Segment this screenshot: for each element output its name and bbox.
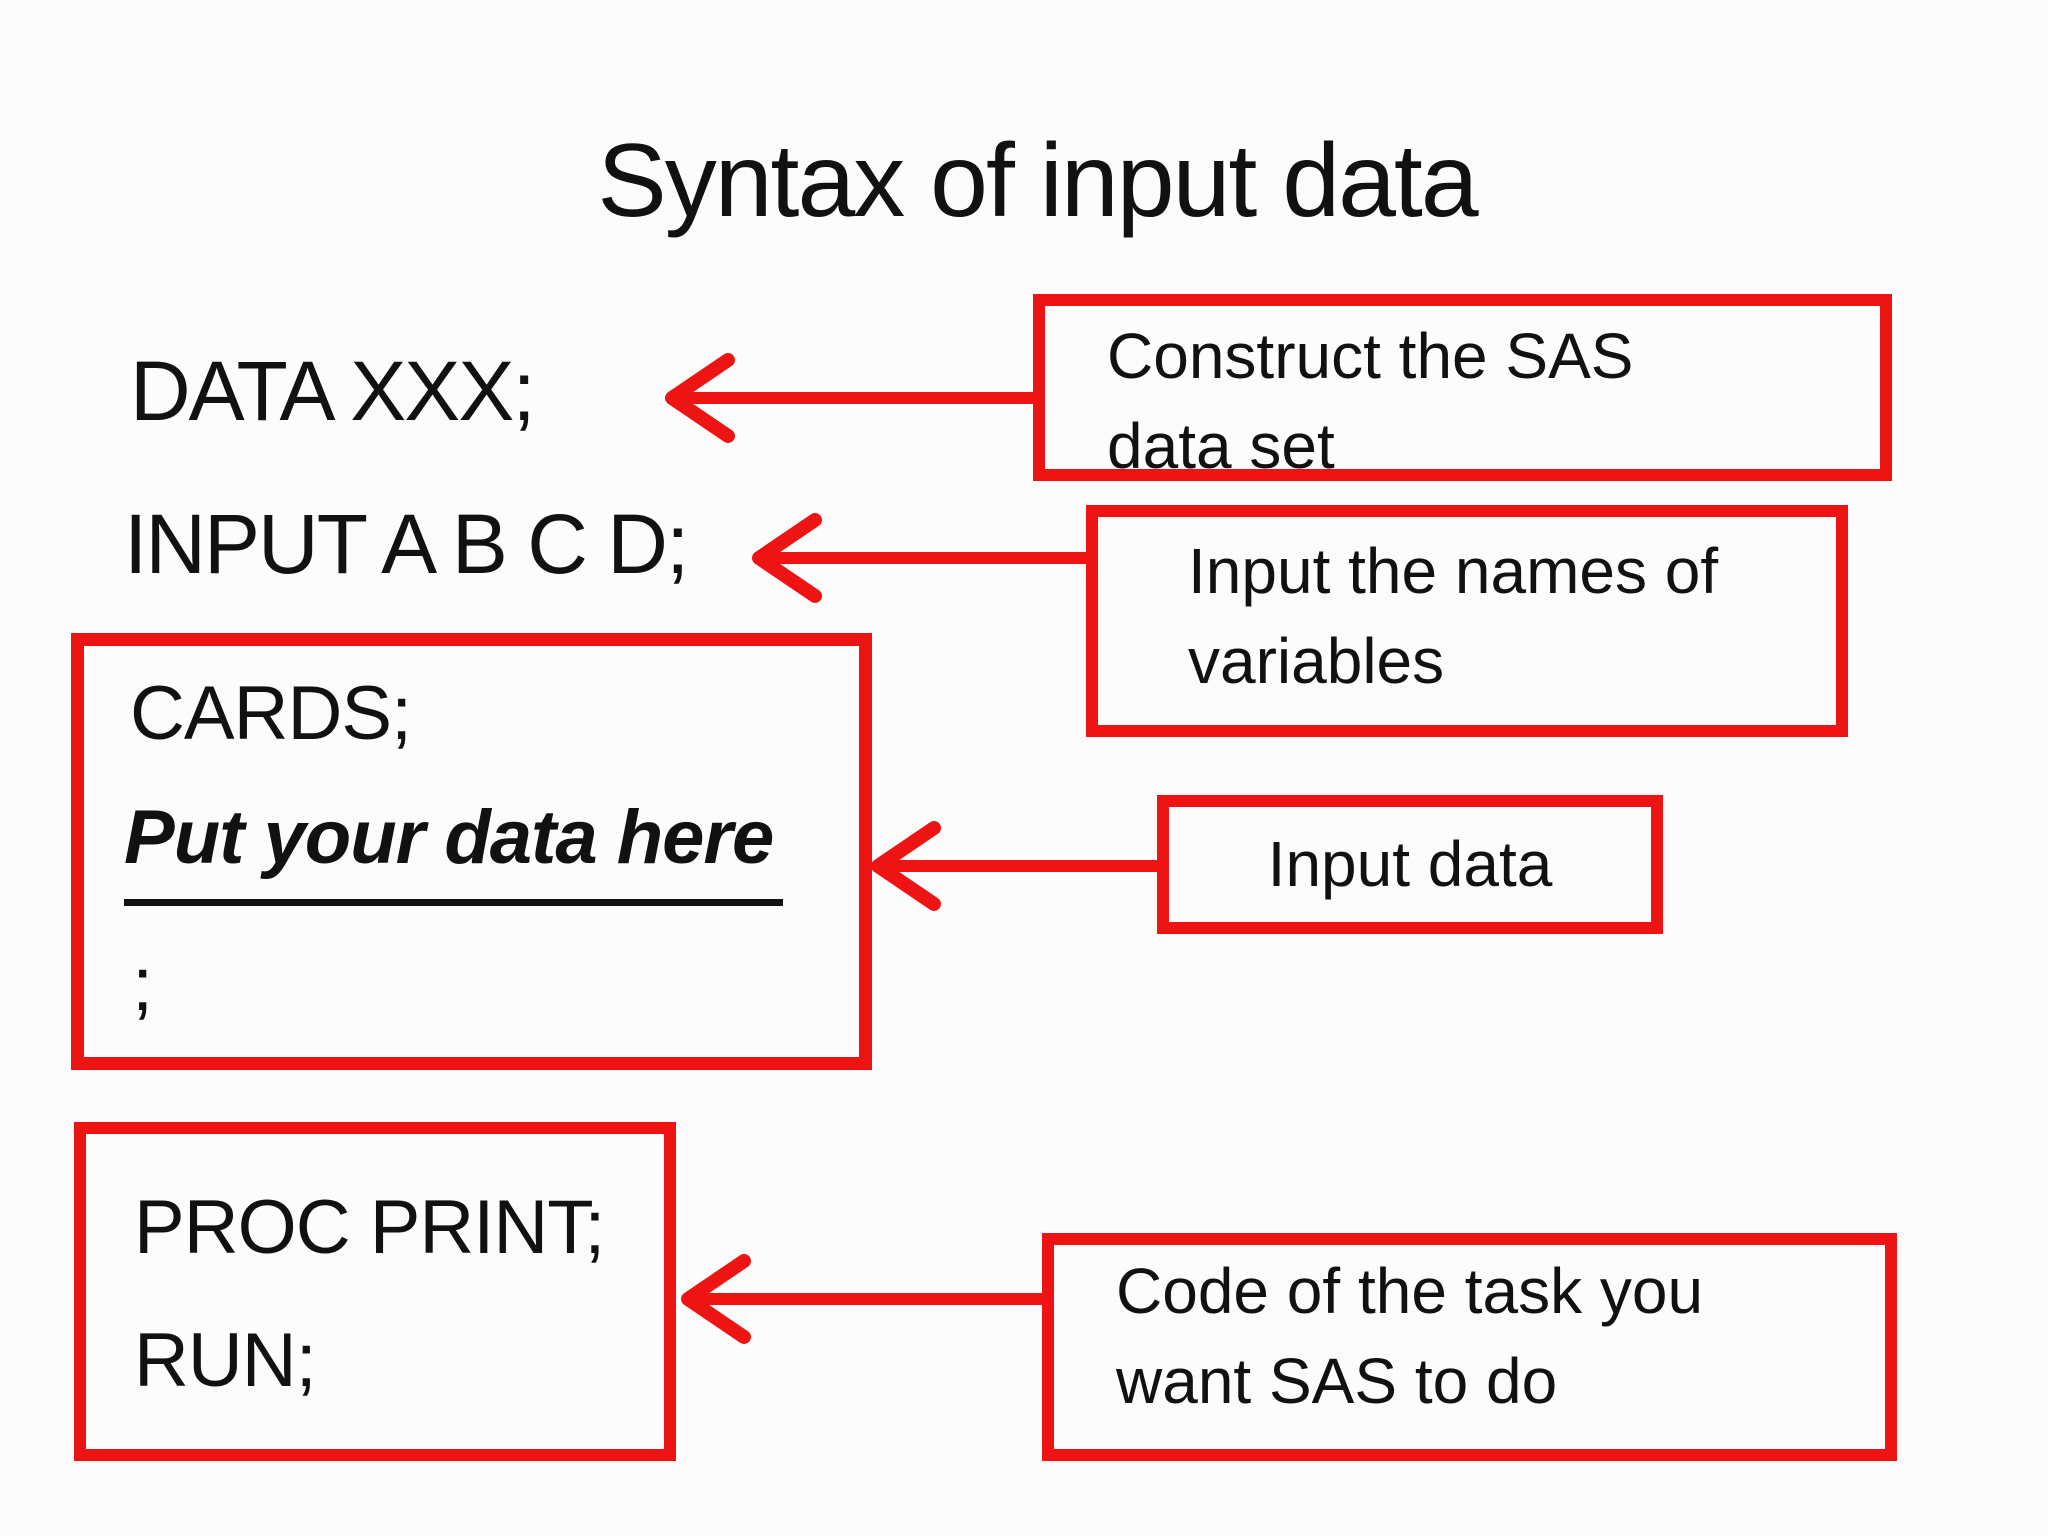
slide-title: Syntax of input data — [597, 123, 1478, 239]
task-arrow-icon — [681, 1254, 1044, 1344]
input-data-arrow-icon — [871, 821, 1159, 911]
cards-statement: CARDS; — [130, 671, 412, 756]
callout-input-data-text: Input data — [1267, 827, 1553, 900]
proc-statement: PROC PRINT; — [134, 1185, 605, 1270]
callout-input-data-box: Input data — [1157, 795, 1663, 934]
data-placeholder-underlined: Put your data here — [124, 792, 784, 907]
run-statement: RUN; — [134, 1318, 317, 1403]
code-line-data-statement: DATA XXX; — [130, 344, 536, 438]
proc-code-box: PROC PRINT; RUN; — [74, 1122, 676, 1461]
variables-arrow-icon — [752, 513, 1088, 603]
callout-task-box: Code of the task you want SAS to do — [1042, 1233, 1897, 1461]
callout-variables-box: Input the names of variables — [1086, 505, 1848, 737]
construct-arrow-icon — [665, 353, 1036, 443]
cards-code-box: CARDS; Put your data here ; — [71, 633, 872, 1070]
callout-variables-text: Input the names of variables — [1188, 535, 1719, 697]
cards-terminator: ; — [132, 942, 153, 1027]
callout-construct-box: Construct the SAS data set — [1033, 294, 1892, 482]
callout-construct-text: Construct the SAS data set — [1107, 320, 1634, 482]
callout-task-text: Code of the task you want SAS to do — [1116, 1255, 1704, 1417]
code-line-input-statement: INPUT A B C D; — [124, 497, 689, 591]
